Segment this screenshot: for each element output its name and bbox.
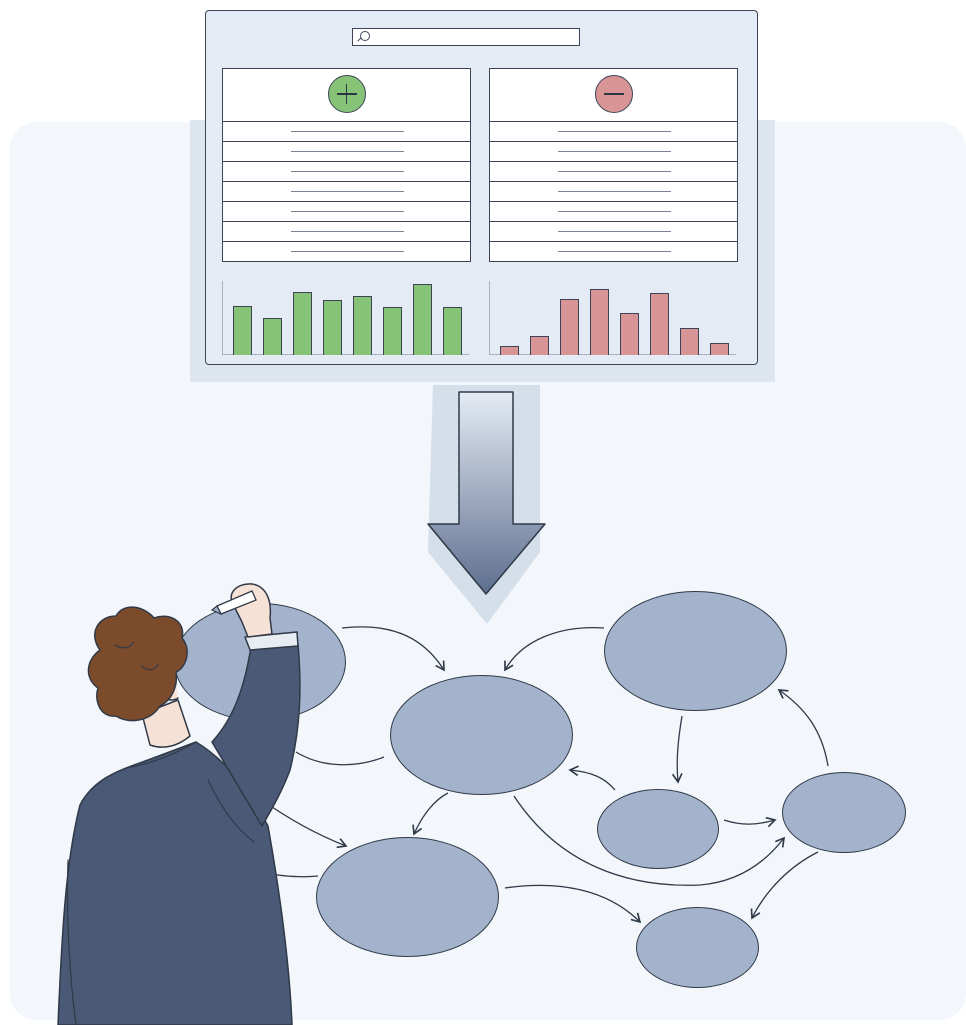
chart-bar bbox=[353, 296, 372, 355]
raised-arm bbox=[211, 639, 301, 827]
curly-hair bbox=[87, 606, 188, 722]
table-row bbox=[223, 142, 470, 162]
diagram-node bbox=[782, 772, 906, 853]
diagram-node bbox=[390, 675, 573, 795]
table-row bbox=[223, 242, 470, 261]
negative-bar-chart bbox=[489, 279, 736, 355]
chart-bar bbox=[500, 346, 519, 355]
chart-bar bbox=[650, 293, 669, 355]
diagram-node bbox=[316, 837, 499, 957]
table-row bbox=[490, 222, 737, 242]
shirt-cuff bbox=[244, 631, 299, 651]
positive-bar-chart bbox=[222, 279, 469, 355]
axis-line bbox=[222, 354, 469, 355]
chart-bar bbox=[383, 307, 402, 355]
magnifier-icon bbox=[360, 31, 370, 41]
diagram-node bbox=[597, 789, 719, 869]
negative-table bbox=[489, 68, 738, 262]
chart-bar bbox=[560, 299, 579, 355]
chart-bar bbox=[710, 343, 729, 355]
marker-pen bbox=[210, 590, 257, 616]
diagram-node bbox=[604, 591, 787, 711]
table-row bbox=[490, 182, 737, 202]
positive-table-header bbox=[223, 69, 470, 122]
chart-bar bbox=[293, 292, 312, 355]
chart-bar bbox=[443, 307, 462, 355]
axis-line bbox=[489, 281, 490, 355]
chart-bar bbox=[263, 318, 282, 355]
axis-line bbox=[222, 281, 223, 355]
negative-table-header bbox=[490, 69, 737, 122]
positive-table bbox=[222, 68, 471, 262]
plus-icon bbox=[327, 75, 366, 113]
table-row bbox=[490, 242, 737, 261]
table-row bbox=[490, 162, 737, 182]
table-row bbox=[223, 162, 470, 182]
table-row bbox=[223, 122, 470, 142]
chart-bar bbox=[233, 306, 252, 355]
axis-line bbox=[489, 354, 736, 355]
search-input[interactable] bbox=[352, 28, 580, 46]
chart-bar bbox=[620, 313, 639, 355]
dashboard-screen bbox=[205, 10, 758, 365]
chart-bar bbox=[680, 328, 699, 355]
chart-bar bbox=[323, 300, 342, 355]
chart-bar bbox=[413, 284, 432, 355]
table-row bbox=[223, 202, 470, 222]
table-row bbox=[223, 182, 470, 202]
diagram-node bbox=[636, 907, 759, 988]
chart-bar bbox=[590, 289, 609, 355]
table-row bbox=[490, 142, 737, 162]
table-row bbox=[490, 122, 737, 142]
down-arrow-icon bbox=[427, 385, 546, 624]
connector-arrows bbox=[257, 626, 829, 924]
table-row bbox=[223, 222, 470, 242]
table-row bbox=[490, 202, 737, 222]
minus-icon bbox=[594, 75, 633, 113]
chart-bar bbox=[530, 336, 549, 355]
